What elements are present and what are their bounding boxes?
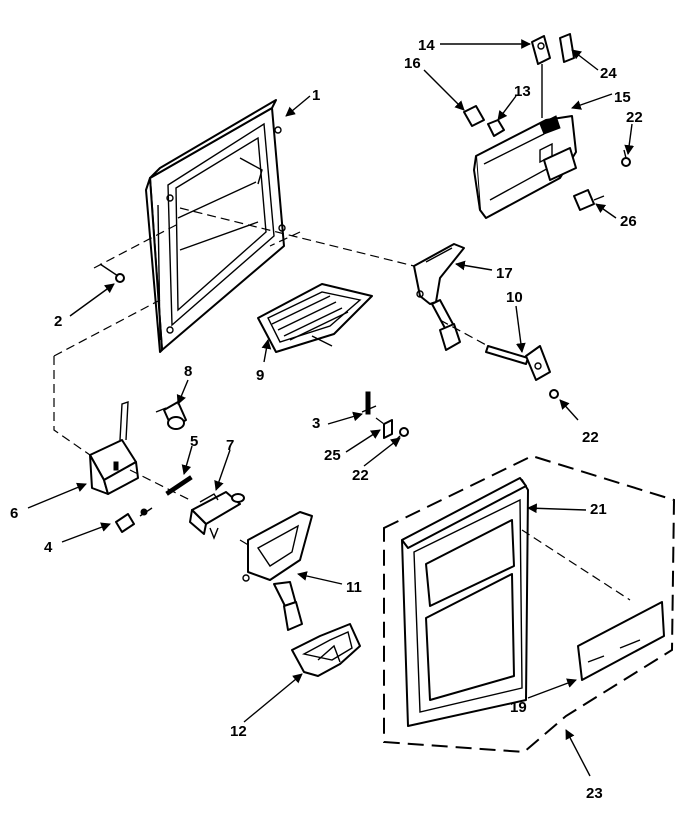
callout-12: 12	[230, 723, 247, 740]
part-7-bracket	[189, 491, 245, 540]
part-8-plug	[155, 401, 187, 430]
part-17-lever	[413, 243, 465, 351]
part-22-screw-lower	[549, 389, 559, 399]
callout-9: 9	[256, 367, 264, 384]
leader-lines	[27, 39, 635, 777]
part-4-clip	[115, 507, 153, 533]
callout-17: 17	[496, 265, 513, 282]
callout-15: 15	[614, 89, 631, 106]
callout-2: 2	[54, 313, 62, 330]
part-9-drip-tray	[257, 283, 373, 353]
callout-14: 14	[418, 37, 435, 54]
callout-21: 21	[590, 501, 607, 518]
callout-7: 7	[226, 437, 234, 454]
part-6-switch-box	[89, 401, 139, 495]
callout-19: 19	[510, 699, 527, 716]
callout-25: 25	[324, 447, 341, 464]
callout-4: 4	[44, 539, 53, 556]
callout-22-lower: 22	[582, 429, 599, 446]
part-2-screw	[99, 263, 125, 283]
callout-24: 24	[600, 65, 617, 82]
assembly-lines	[53, 207, 631, 601]
part-1-housing-frame	[145, 99, 286, 353]
callout-labels: 1 2 3 4 5 6 7 8 9 10 11 12 13 14 15 16 1…	[10, 37, 643, 802]
callout-1: 1	[312, 87, 320, 104]
part-13-nut	[487, 119, 505, 137]
part-25-plate	[383, 419, 393, 439]
callout-22-middle: 22	[352, 467, 369, 484]
part-14-switch	[531, 35, 551, 118]
callout-11: 11	[346, 579, 362, 596]
part-21-door-panel	[401, 477, 529, 727]
part-22-screw-middle	[395, 427, 409, 441]
callout-6: 6	[10, 505, 18, 522]
callout-23: 23	[586, 785, 603, 802]
part-19-label-plate	[577, 601, 665, 681]
part-26-nut	[573, 189, 605, 211]
callout-5: 5	[190, 433, 198, 450]
part-16-plug	[463, 105, 485, 127]
part-10-shaft	[485, 345, 551, 381]
part-3-switch-pin	[361, 391, 377, 415]
part-24-cover	[559, 33, 575, 63]
part-5-rod	[165, 475, 193, 496]
callout-3: 3	[312, 415, 320, 432]
part-11-actuator	[242, 511, 313, 631]
callout-26: 26	[620, 213, 637, 230]
callout-16: 16	[404, 55, 421, 72]
callout-10: 10	[506, 289, 523, 306]
part-12-chute-cup	[291, 623, 361, 677]
part-15-bracket	[473, 115, 577, 219]
callout-13: 13	[514, 83, 531, 100]
callout-22-upper: 22	[626, 109, 643, 126]
callout-8: 8	[184, 363, 192, 380]
